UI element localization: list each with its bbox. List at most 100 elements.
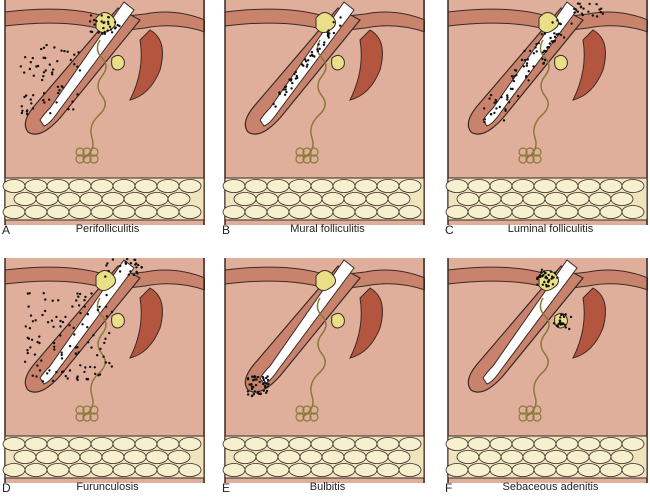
fat-lobule — [68, 463, 92, 477]
inflammatory-cell — [132, 273, 136, 277]
fat-lobule — [467, 463, 491, 477]
sweat-gland-coil — [295, 154, 305, 164]
inflammatory-cell — [72, 326, 75, 330]
inflammatory-cell — [86, 378, 90, 381]
inflammatory-cell — [133, 258, 136, 261]
inflammatory-cell — [253, 375, 256, 378]
fat-lobule — [178, 437, 202, 451]
fat-lobule — [610, 450, 634, 464]
panel-caption: Perifolliculitis — [75, 223, 140, 235]
fat-lobule — [398, 437, 422, 451]
inflammatory-cell — [124, 262, 128, 265]
inflammatory-cell — [74, 346, 78, 349]
fat-lobule — [112, 179, 136, 193]
sweat-gland-coil — [82, 154, 92, 164]
inflammatory-cell — [307, 59, 310, 62]
inflammatory-cell — [327, 36, 330, 39]
inflammatory-cell — [522, 65, 526, 68]
inflammatory-cell — [255, 378, 258, 381]
inflammatory-cell — [79, 364, 82, 367]
inflammatory-cell — [60, 353, 63, 357]
inflammatory-cell — [318, 47, 321, 50]
inflammatory-cell — [79, 311, 82, 315]
fat-lobule — [24, 205, 48, 219]
inflammatory-cell — [25, 94, 28, 97]
inflammatory-cell — [102, 355, 105, 358]
inflammatory-cell — [568, 327, 571, 331]
inflammatory-cell — [45, 43, 48, 47]
fat-lobule — [35, 450, 59, 464]
inflammatory-cell — [569, 315, 573, 319]
fat-lobule — [621, 437, 645, 451]
inflammatory-cell — [42, 71, 46, 74]
inflammatory-cell — [41, 313, 44, 317]
inflammatory-cell — [541, 275, 544, 278]
inflammatory-cell — [110, 310, 114, 314]
fat-lobule — [79, 192, 103, 206]
fat-lobule — [343, 192, 367, 206]
fat-lobule — [90, 205, 114, 219]
fat-lobule — [621, 205, 645, 219]
hair-shaft — [39, 1, 135, 127]
sweat-gland-coil — [518, 412, 528, 422]
fat-lobule — [445, 463, 469, 477]
inflammatory-cell — [316, 50, 320, 53]
inflammatory-cell — [560, 313, 563, 317]
fat-lobule — [398, 463, 422, 477]
fat-lobule — [544, 192, 568, 206]
fat-lobule — [156, 205, 180, 219]
inflammatory-cell — [290, 87, 293, 90]
inflammatory-cell — [600, 7, 603, 10]
inflammatory-cell — [570, 22, 573, 25]
inflammatory-cell — [68, 369, 72, 372]
fat-lobule — [134, 205, 158, 219]
sweat-gland-coil — [89, 412, 99, 422]
inflammatory-cell — [544, 276, 547, 279]
inflammatory-cell — [510, 75, 514, 78]
inflammatory-cell — [93, 366, 97, 369]
inflammatory-cell — [541, 51, 545, 54]
inflammatory-cell — [547, 284, 550, 288]
arrector-pili-muscle — [572, 29, 606, 101]
inflammatory-cell — [543, 32, 546, 35]
inflammatory-cell — [310, 50, 314, 54]
inflammatory-cell — [579, 5, 583, 8]
inflammatory-cell — [60, 49, 63, 52]
panel-caption: Furunculosis — [76, 481, 139, 493]
inflammatory-cell — [32, 74, 35, 77]
fat-lobule — [233, 192, 257, 206]
panel-letter: C — [445, 223, 454, 237]
inflammatory-cell — [554, 271, 557, 274]
inflammatory-cell — [57, 91, 60, 95]
sweat-gland-coil — [295, 412, 305, 422]
inflammatory-cell — [60, 357, 64, 360]
sweat-gland-coil — [532, 147, 542, 157]
inflammatory-cell — [107, 22, 110, 26]
inflammatory-cell — [551, 283, 555, 286]
fat-lobule — [343, 450, 367, 464]
fat-lobule — [24, 437, 48, 451]
inflammatory-cell — [256, 390, 260, 394]
inflammatory-cell — [506, 98, 509, 101]
fat-lobule — [90, 437, 114, 451]
inflammatory-cell — [137, 263, 140, 267]
fat-lobule — [489, 179, 513, 193]
fat-lobule — [577, 205, 601, 219]
fat-lobule — [266, 179, 290, 193]
inflammatory-cell — [107, 269, 110, 273]
inflammatory-cell — [60, 85, 63, 88]
inflammatory-cell — [83, 305, 86, 308]
inflammatory-cell — [555, 324, 558, 327]
fat-lobule — [522, 192, 546, 206]
fat-lobule — [2, 205, 26, 219]
sweat-gland-coil — [75, 154, 85, 164]
inflammatory-cell — [500, 96, 503, 99]
inflammatory-cell — [559, 316, 562, 319]
inflammatory-cell — [31, 56, 34, 60]
panel-caption: Luminal folliculitis — [507, 223, 594, 235]
inflammatory-cell — [86, 326, 89, 329]
inflammatory-cell — [545, 285, 548, 288]
inflammatory-cell — [36, 340, 39, 344]
inflammatory-cell — [106, 262, 109, 265]
inflammatory-cell — [483, 107, 486, 110]
